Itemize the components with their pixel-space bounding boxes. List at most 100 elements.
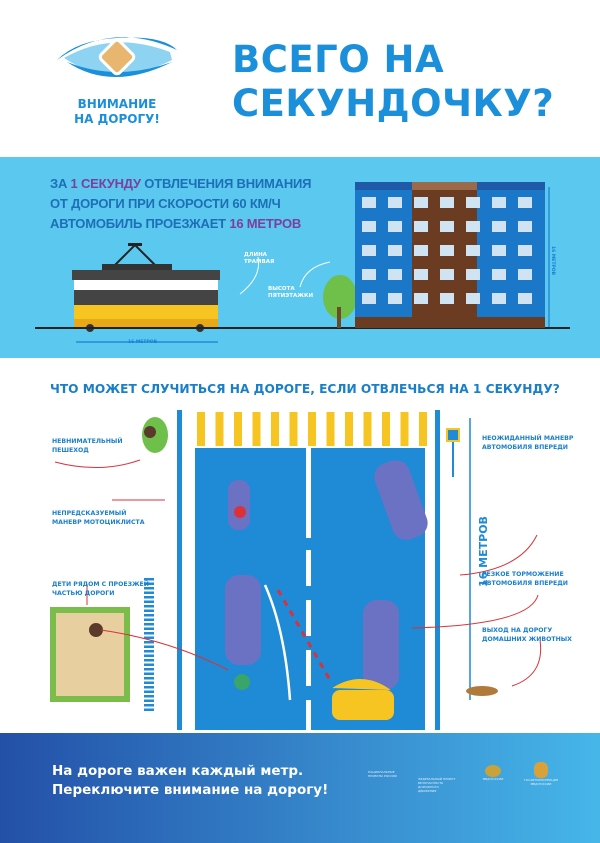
window <box>492 197 506 208</box>
taxi-icon <box>332 679 391 691</box>
fence-slat <box>144 614 154 617</box>
tram-icon <box>72 243 220 332</box>
label-line: ДЛИНА <box>244 252 267 258</box>
road-scene-illustration <box>50 410 542 730</box>
window <box>362 197 376 208</box>
crosswalk-stripe <box>419 412 427 446</box>
fence-slat <box>144 690 154 693</box>
hazard-line: ПЕШЕХОД <box>52 447 89 454</box>
fence-slat <box>144 591 154 594</box>
window <box>492 293 506 304</box>
hazard-line: НЕОЖИДАННЫЙ МАНЕВР <box>482 435 574 442</box>
fence-slat <box>144 587 154 590</box>
tram-building-illustration <box>35 182 570 343</box>
fence-slat <box>144 645 154 648</box>
fence-slat <box>144 686 154 689</box>
window <box>362 269 376 280</box>
fence-slat <box>144 627 154 630</box>
footer <box>0 733 600 843</box>
lane-line <box>306 448 311 538</box>
slogan-line1: На дороге важен каждый метр. <box>52 763 304 779</box>
window <box>466 269 480 280</box>
crosswalk-stripe <box>252 412 261 446</box>
crosswalk-stripe <box>363 412 372 446</box>
crosswalk-stripe <box>215 412 224 446</box>
fence-slat <box>144 582 154 585</box>
fact-highlight: 16 МЕТРОВ <box>229 216 302 231</box>
national-projects-logo: НАЦИОНАЛЬНЫЕ ПРОЕКТЫ РОССИИ <box>368 770 397 778</box>
window <box>440 293 454 304</box>
window <box>440 221 454 232</box>
label-line: ТРАМВАЯ <box>244 259 275 265</box>
crosswalk-stripe <box>345 412 353 446</box>
window <box>466 221 480 232</box>
title-line1: ВСЕГО НА <box>232 38 445 81</box>
crosswalk-stripe <box>308 412 316 446</box>
window <box>518 221 532 232</box>
road-safety-project-logo: ФЕДЕРАЛЬНЫЙ ПРОЕКТ БЕЗОПАСНОСТЬ ДОРОЖНОГ… <box>418 777 456 793</box>
slogan-line2: Переключите внимание на дорогу! <box>52 782 329 798</box>
center-line <box>306 448 311 730</box>
logo-text: ВНИМАНИЕ НА ДОРОГУ! <box>62 97 172 127</box>
page-title: ВСЕГО НА СЕКУНДОЧКУ? <box>232 38 554 126</box>
crosswalk-stripe <box>326 412 335 446</box>
motorcycle-icon <box>228 480 250 530</box>
fence-slat <box>144 672 154 675</box>
crosswalk-stripe <box>197 412 205 446</box>
section-heading: ЧТО МОЖЕТ СЛУЧИТЬСЯ НА ДОРОГЕ, ЕСЛИ ОТВЛ… <box>50 382 560 396</box>
fact-text: ОТ ДОРОГИ ПРИ СКОРОСТИ 60 КМ/Ч <box>50 196 281 211</box>
fence-slat <box>144 641 154 644</box>
fence-slat <box>144 618 154 621</box>
fence-slat <box>144 668 154 671</box>
lane-line <box>306 700 311 730</box>
fence-slat <box>144 681 154 684</box>
mvd-logo: МВД РОССИИ <box>478 765 508 781</box>
window <box>388 269 402 280</box>
window <box>440 197 454 208</box>
hazard-line: МАНЕВР МОТОЦИКЛИСТА <box>52 519 145 526</box>
fact-text: ОТВЛЕЧЕНИЯ ВНИМАНИЯ <box>140 176 312 191</box>
building-height-value: 16 МЕТРОВ <box>550 245 556 276</box>
mvd-emblem-icon <box>485 765 501 777</box>
window <box>388 197 402 208</box>
fence-slat <box>144 654 154 657</box>
hazard-line: ДЕТИ РЯДОМ С ПРОЕЗЖЕЙ <box>52 581 149 588</box>
lane-line <box>306 550 311 586</box>
window <box>414 293 428 304</box>
fence-slat <box>144 605 154 608</box>
fence-slat <box>144 663 154 666</box>
label-line: ВЫСОТА <box>268 286 295 292</box>
window <box>492 245 506 256</box>
fence-slat <box>144 623 154 626</box>
hazard-line: АВТОМОБИЛЯ ВПЕРЕДИ <box>482 444 568 451</box>
ball-icon <box>234 674 250 690</box>
crosswalk-stripe <box>234 412 242 446</box>
fact-headline: ЗА 1 СЕКУНДУ ОТВЛЕЧЕНИЯ ВНИМАНИЯ ОТ ДОРО… <box>50 174 312 234</box>
hazard-line: ДОМАШНИХ ЖИВОТНЫХ <box>482 636 572 643</box>
window <box>414 245 428 256</box>
gibdd-emblem-icon <box>534 762 548 778</box>
playground-sandbox-icon <box>50 607 130 702</box>
gibdd-logo: ГОСАВТОИНСПЕКЦИЯ МВД РОССИИ <box>523 762 559 786</box>
window <box>518 293 532 304</box>
window <box>518 197 532 208</box>
hazard-line: АВТОМОБИЛЯ ВПЕРЕДИ <box>482 580 568 587</box>
window <box>466 293 480 304</box>
window <box>388 245 402 256</box>
window <box>466 197 480 208</box>
fence-icon <box>144 578 154 711</box>
pedestrian-icon <box>142 417 168 453</box>
window <box>518 269 532 280</box>
logo-line1: ВНИМАНИЕ <box>77 97 157 111</box>
fence-slat <box>144 677 154 680</box>
window <box>414 197 428 208</box>
eye-logo-icon <box>57 37 177 77</box>
fact-text: АВТОМОБИЛЬ ПРОЕЗЖАЕТ <box>50 216 230 231</box>
fence-slat <box>144 704 154 707</box>
